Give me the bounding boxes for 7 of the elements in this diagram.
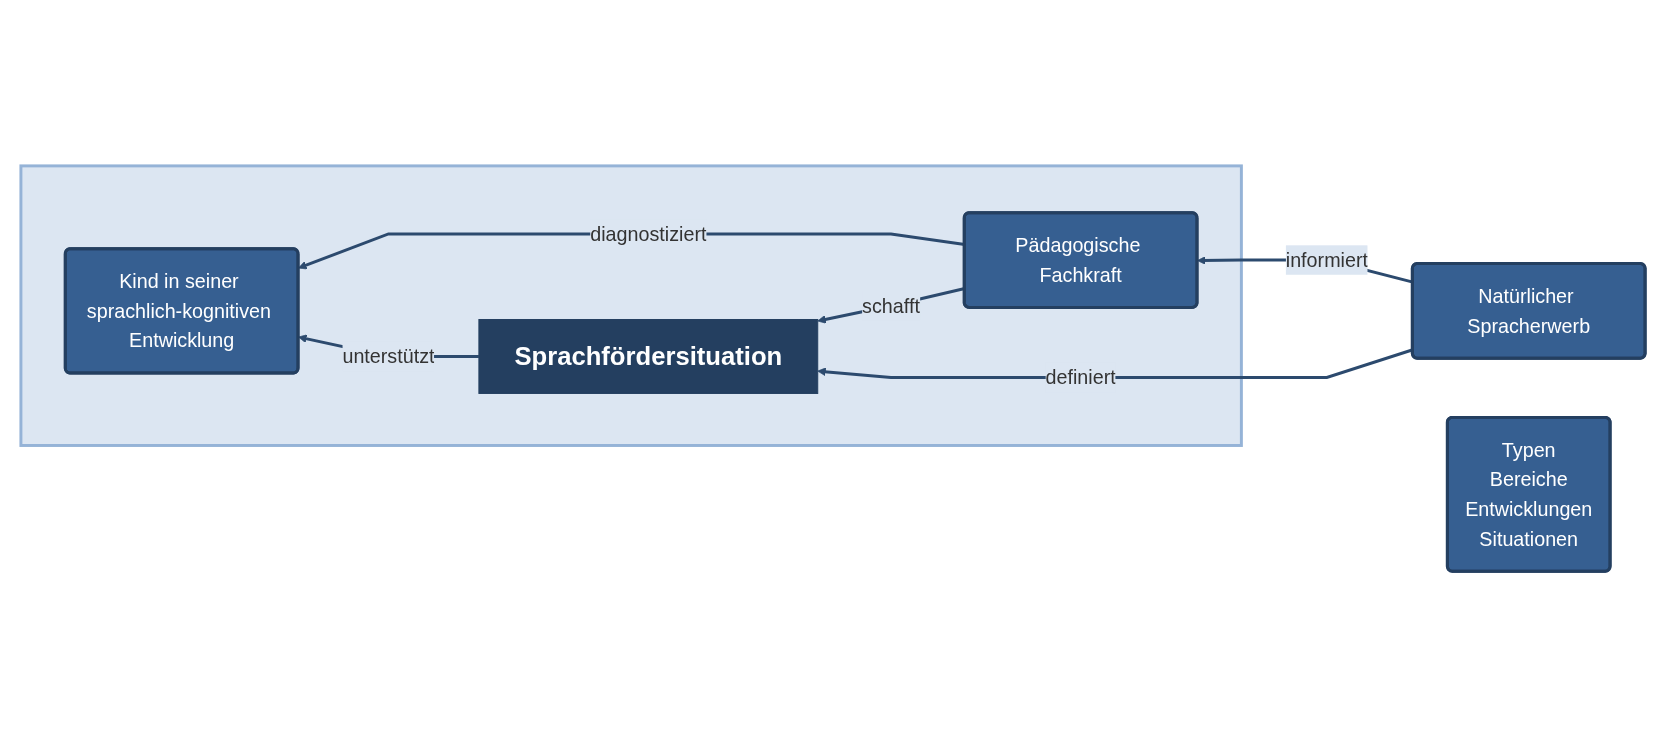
edge-label: diagnostiziert <box>589 223 706 246</box>
edge-label: definiert <box>1045 367 1116 389</box>
edge-label: unterstützt <box>341 346 435 368</box>
cluster <box>18 164 1243 448</box>
node-box: Sprachfördersituation <box>477 319 818 395</box>
edge-label: informiert <box>1285 249 1368 272</box>
edge-label: schafft <box>861 295 920 317</box>
